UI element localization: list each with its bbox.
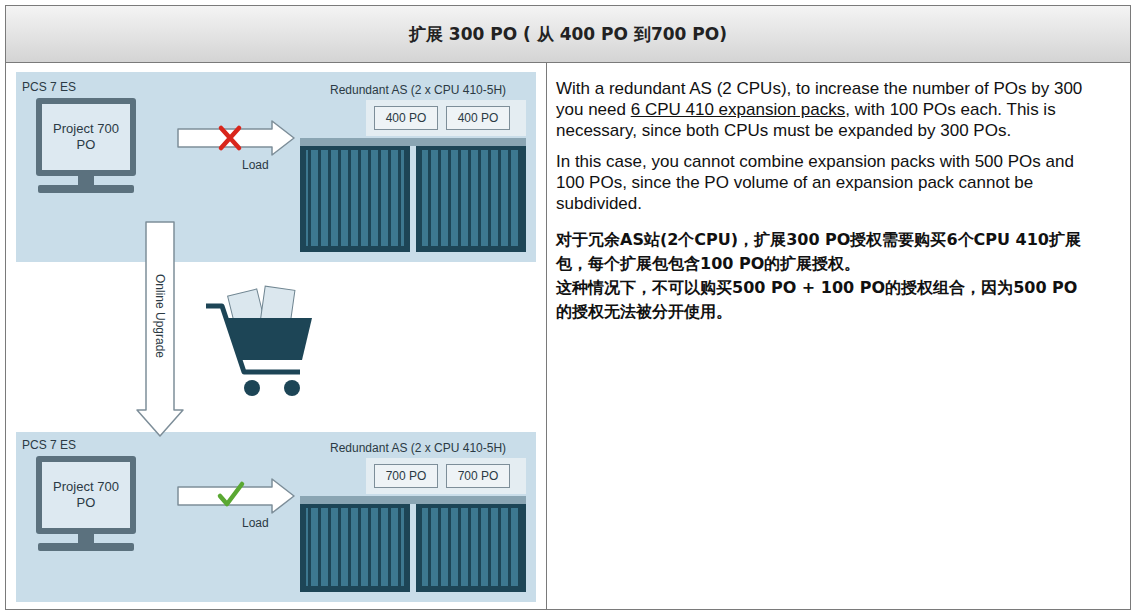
fail-cross — [221, 128, 239, 148]
rack-icon — [300, 100, 526, 252]
po-license-box: 400 PO — [446, 106, 510, 130]
rack-rail — [300, 138, 526, 146]
po-count: 700 PO — [458, 469, 499, 483]
monitor-frame — [36, 98, 136, 176]
paragraph: 对于冗余AS站(2个CPU)，扩展300 PO授权需要购买6个CPU 410扩展… — [556, 228, 1088, 276]
rack-top — [366, 458, 526, 494]
po-license-box: 700 PO — [374, 464, 438, 488]
body-text: 对于冗余AS站(2个CPU)，扩展300 PO授权需要购买6个CPU 410扩展… — [556, 230, 1081, 273]
po-count: 400 PO — [386, 111, 427, 125]
ok-check — [220, 484, 242, 504]
station-name: PCS 7 ES — [22, 438, 176, 452]
cart-icon — [206, 286, 312, 396]
station-name: PCS 7 ES — [22, 80, 176, 94]
rack — [300, 496, 410, 592]
paragraph: In this case, you cannot combine expansi… — [556, 151, 1088, 214]
header: 扩展 300 PO ( 从 400 PO 到700 PO) — [6, 6, 1130, 62]
workstation: PCS 7 ES Project 700 PO — [22, 80, 176, 220]
rack-rail — [300, 496, 526, 504]
header-band — [6, 6, 1130, 62]
header-rule — [6, 62, 1131, 63]
scene-band — [16, 72, 536, 262]
po-license-box: 400 PO — [374, 106, 438, 130]
project-text: Project 700 PO — [42, 462, 130, 528]
edge-label: Load — [242, 158, 269, 172]
project-text: Project 700 PO — [42, 104, 130, 170]
rack-modules — [306, 508, 404, 586]
cell-divider — [546, 63, 547, 610]
rack-modules — [422, 508, 520, 586]
monitor-icon — [36, 98, 136, 193]
block-arrow — [137, 222, 183, 436]
title-text: 扩展 300 PO ( 从 400 PO 到700 PO) — [409, 23, 727, 46]
monitor-stand — [78, 176, 94, 185]
automation-system: Redundant AS (2 x CPU 410-5H) 700 PO 700 P… — [296, 438, 532, 594]
underlined-text: 6 CPU 410 expansion packs — [631, 100, 846, 119]
rack-modules — [422, 150, 520, 246]
po-count: 700 PO — [386, 469, 427, 483]
system-name: Redundant AS (2 x CPU 410-5H) — [330, 83, 506, 97]
rack-top — [366, 100, 526, 136]
cart-wheel — [244, 380, 260, 396]
rack — [416, 496, 526, 592]
po-license-box: 700 PO — [446, 464, 510, 488]
block-arrow — [178, 479, 294, 513]
rack-icon — [300, 458, 526, 592]
description-cell: With a redundant AS (2 CPUs), to increas… — [556, 78, 1088, 324]
body-text: 这种情况下，不可以购买500 PO + 100 PO的授权组合，因为500 PO… — [556, 278, 1077, 321]
monitor-screen — [42, 104, 130, 170]
cart-basket — [226, 318, 312, 360]
workstation: PCS 7 ES Project 700 PO — [22, 438, 176, 578]
block-arrow — [178, 121, 294, 155]
scene-band — [16, 432, 536, 602]
cart-wheel — [284, 380, 300, 396]
monitor-icon — [36, 456, 136, 551]
edge-label: Load — [242, 516, 269, 530]
rack — [300, 138, 410, 252]
po-count: 400 PO — [458, 111, 499, 125]
paragraph: 这种情况下，不可以购买500 PO + 100 PO的授权组合，因为500 PO… — [556, 276, 1088, 324]
body-text: In this case, you cannot combine expansi… — [556, 152, 1074, 213]
automation-system: Redundant AS (2 x CPU 410-5H) 400 PO 400 P… — [296, 80, 532, 256]
system-name: Redundant AS (2 x CPU 410-5H) — [330, 441, 506, 455]
monitor-base — [38, 185, 134, 193]
paragraph: With a redundant AS (2 CPUs), to increas… — [556, 78, 1088, 141]
edge-label: Online Upgrade — [153, 272, 167, 360]
rack — [416, 138, 526, 252]
rack-modules — [306, 150, 404, 246]
table-frame — [6, 6, 1131, 610]
